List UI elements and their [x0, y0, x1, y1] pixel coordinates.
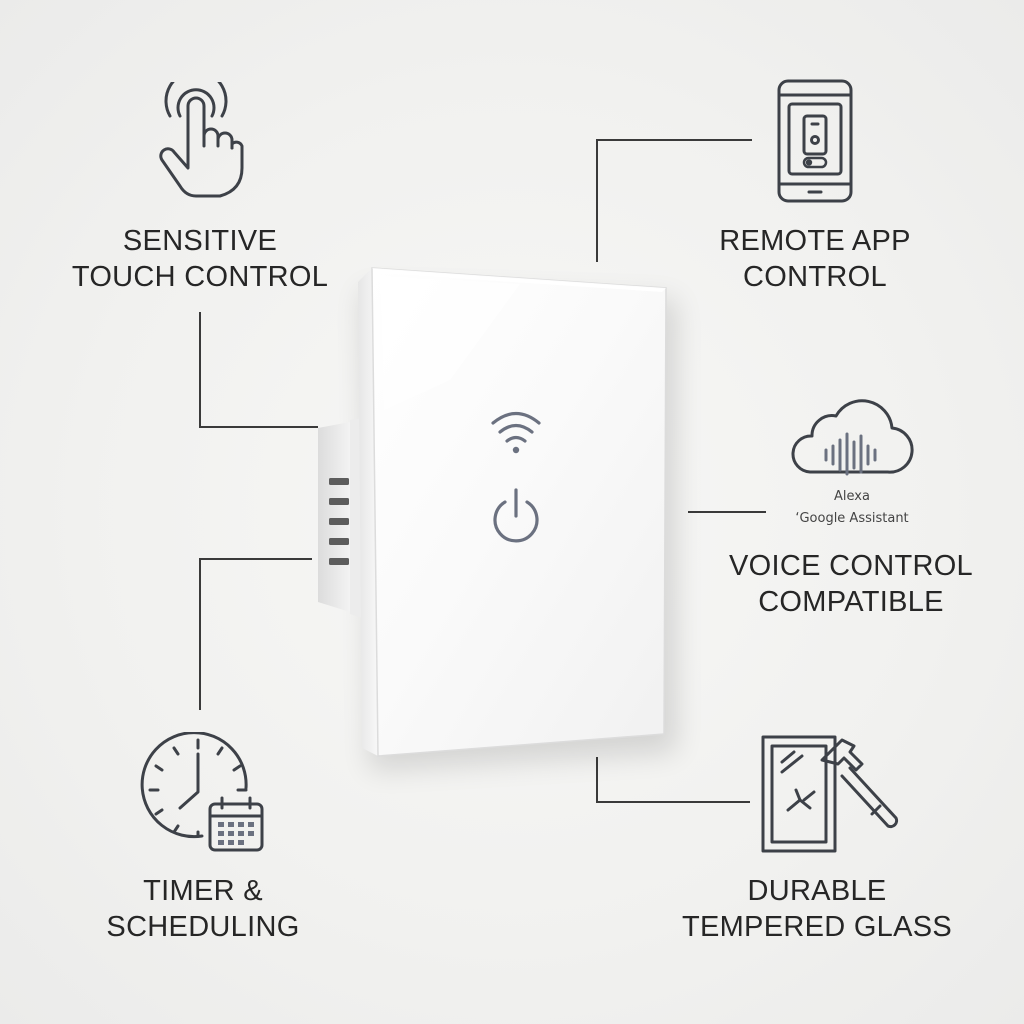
feature-glass-title: DURABLE TEMPERED GLASS [667, 873, 967, 945]
glass-title-line2: TEMPERED GLASS [681, 911, 953, 943]
panel-wifi-icon [491, 411, 541, 443]
feature-timer-title: TIMER & SCHEDULING [53, 873, 353, 945]
glass-hammer-icon [761, 735, 899, 853]
feature-app-title: REMOTE APP CONTROL [665, 223, 965, 295]
voice-title-line2: COMPATIBLE [758, 586, 944, 618]
clock-calendar-icon [140, 732, 264, 852]
back-box [318, 418, 362, 618]
feature-voice-title: VOICE CONTROL COMPATIBLE [701, 548, 1001, 620]
connector-app [596, 139, 752, 262]
touch-title-line2: TOUCH CONTROL [71, 261, 329, 293]
touch-title-line1: SENSITIVE [122, 225, 278, 257]
panel-power-icon [493, 488, 539, 543]
app-title-line2: CONTROL [743, 261, 887, 293]
smartphone-icon [777, 79, 853, 203]
feature-touch-title: SENSITIVE TOUCH CONTROL [50, 223, 350, 295]
timer-title-line2: SCHEDULING [106, 911, 300, 943]
touch-hand-icon [159, 82, 244, 198]
cloud-voice-icon [791, 399, 914, 476]
connector-glass [596, 757, 750, 803]
voice-title-line1: VOICE CONTROL [729, 550, 973, 582]
connector-timer [199, 558, 312, 710]
voice-assistant-alexa: Alexa [834, 489, 870, 504]
voice-assistant-google: ‘Google Assistant [795, 511, 909, 526]
timer-title-line1: TIMER & [143, 875, 263, 907]
connector-touch [199, 312, 318, 428]
glass-title-line1: DURABLE [747, 875, 887, 907]
app-title-line1: REMOTE APP [719, 225, 911, 257]
